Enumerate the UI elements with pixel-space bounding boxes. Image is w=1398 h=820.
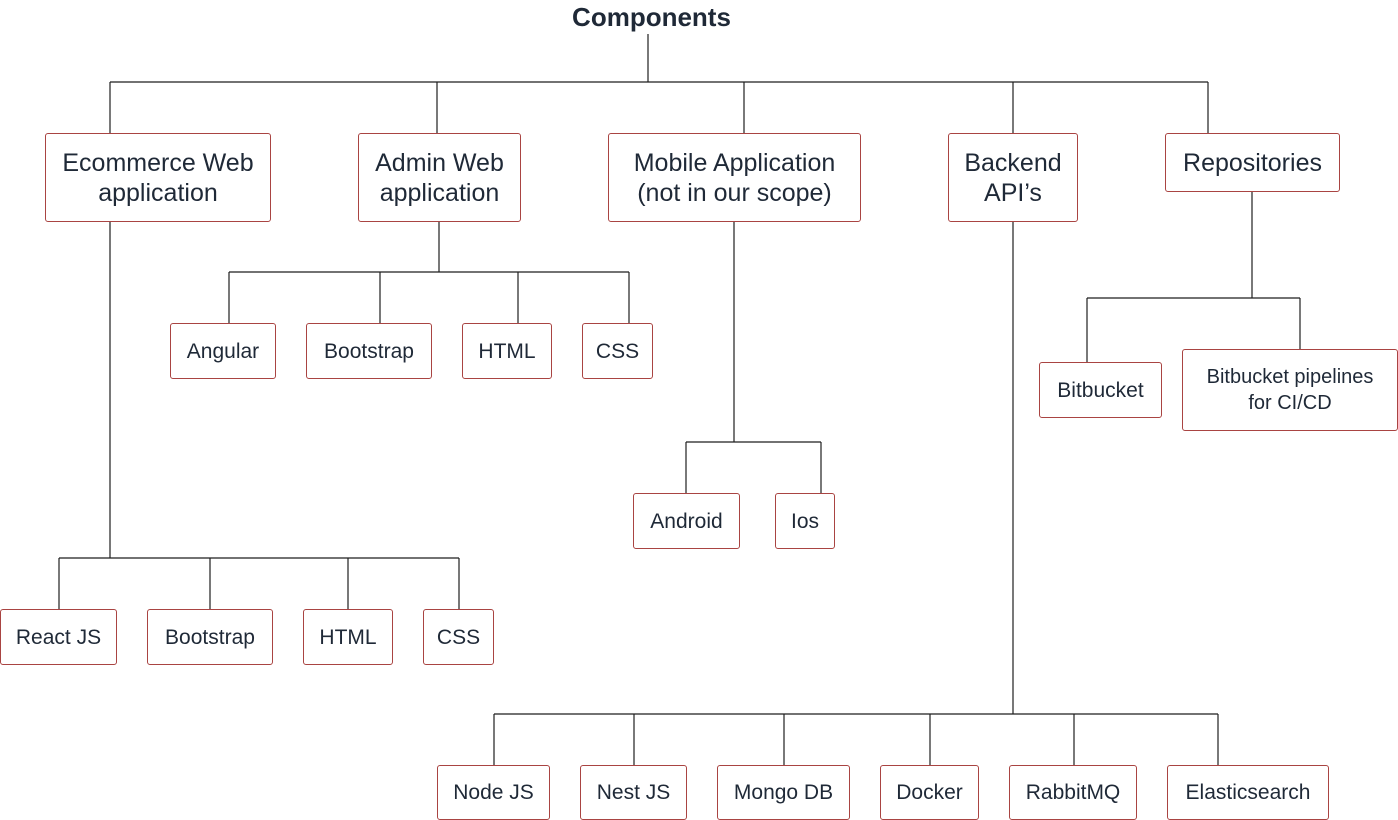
node-backend-nest-js: Nest JS — [580, 765, 687, 820]
node-ecommerce-css: CSS — [423, 609, 494, 665]
node-backend-node-js: Node JS — [437, 765, 550, 820]
diagram-title: Components — [572, 2, 731, 32]
node-backend-rabbitmq: RabbitMQ — [1009, 765, 1137, 820]
node-backend-apis: Backend API’s — [948, 133, 1078, 222]
node-mobile-application: Mobile Application (not in our scope) — [608, 133, 861, 222]
node-backend-mongo-db: Mongo DB — [717, 765, 850, 820]
node-admin-web-application: Admin Web application — [358, 133, 521, 222]
node-ecommerce-web-application: Ecommerce Web application — [45, 133, 271, 222]
node-backend-docker: Docker — [880, 765, 979, 820]
node-repositories: Repositories — [1165, 133, 1340, 192]
node-ecommerce-html: HTML — [303, 609, 393, 665]
node-mobile-android: Android — [633, 493, 740, 549]
node-ecommerce-bootstrap: Bootstrap — [147, 609, 273, 665]
node-backend-elasticsearch: Elasticsearch — [1167, 765, 1329, 820]
node-admin-css: CSS — [582, 323, 653, 379]
node-mobile-ios: Ios — [775, 493, 835, 549]
node-admin-angular: Angular — [170, 323, 276, 379]
node-admin-bootstrap: Bootstrap — [306, 323, 432, 379]
node-ecommerce-react-js: React JS — [0, 609, 117, 665]
node-repo-bitbucket: Bitbucket — [1039, 362, 1162, 418]
node-admin-html: HTML — [462, 323, 552, 379]
node-repo-bitbucket-pipelines: Bitbucket pipelines for CI/CD — [1182, 349, 1398, 431]
